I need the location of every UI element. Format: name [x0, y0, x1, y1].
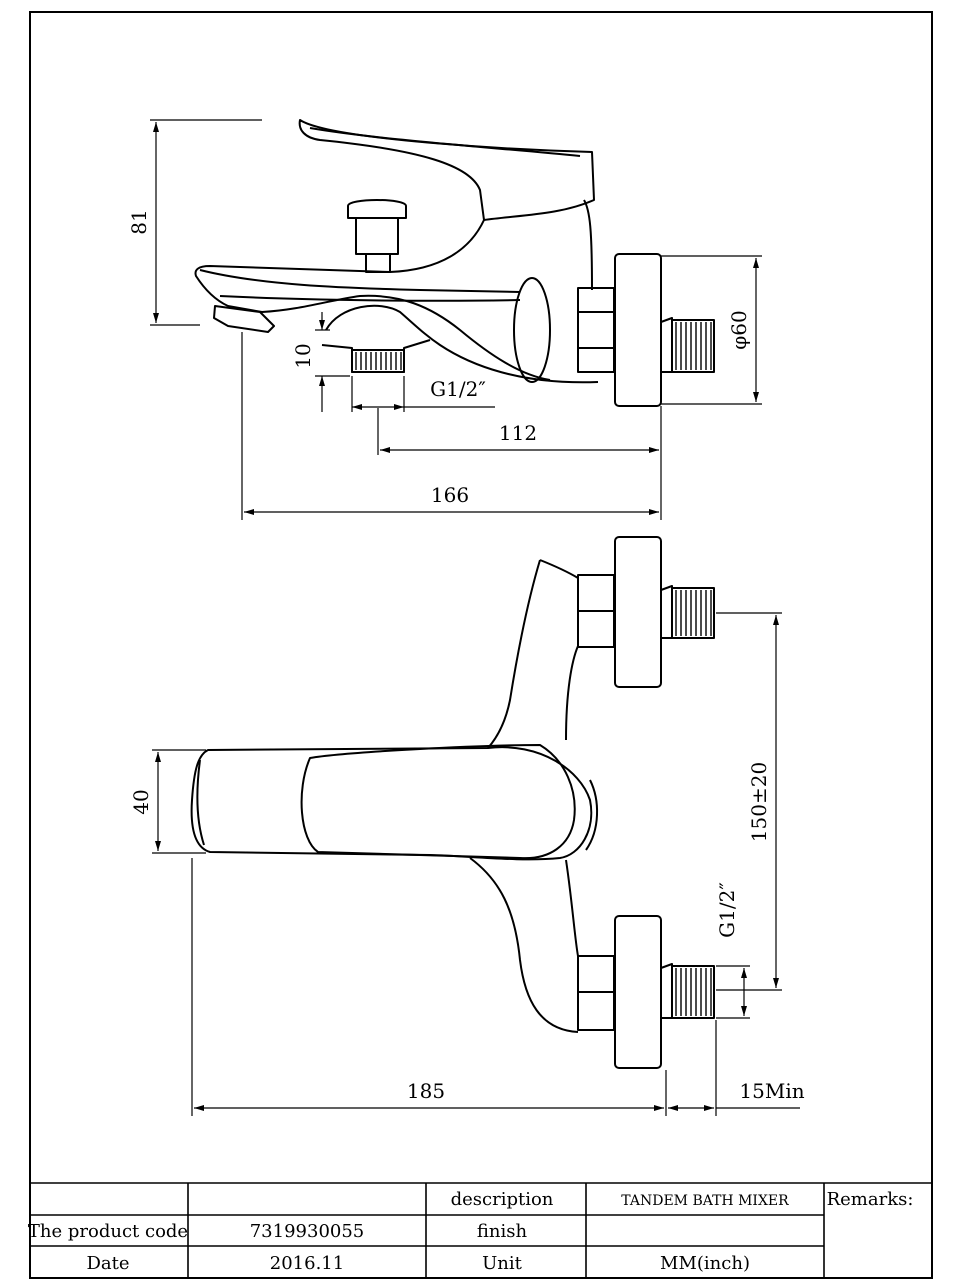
spout-nozzle — [213, 305, 275, 333]
spout-bottom-edge — [219, 295, 521, 302]
product-code-value: 7319930055 — [250, 1221, 365, 1242]
description-value: TANDEM BATH MIXER — [621, 1193, 789, 1209]
thread-hatch-lower — [675, 968, 712, 1016]
lever-handle-edge — [309, 127, 581, 157]
lever-plan-outline — [300, 744, 576, 860]
plan-view — [190, 536, 715, 1069]
dim-flange-60: φ60 — [727, 310, 751, 349]
upper-flange — [614, 536, 662, 688]
dim-centers-150: 150±20 — [747, 762, 771, 842]
product-code-label: The product code — [28, 1221, 188, 1242]
body-plan-outline — [190, 746, 593, 861]
dim-height-81: 81 — [127, 209, 151, 234]
lower-arm-left — [469, 857, 579, 1033]
thread-hatch-top — [355, 352, 402, 370]
lower-flange — [614, 915, 662, 1069]
dim-thread-side: G1/2″ — [715, 882, 739, 938]
body-plan-bulge — [585, 779, 599, 851]
thread-hatch-upper — [675, 590, 712, 636]
dim-height-40: 40 — [129, 789, 153, 814]
lower-arm-right — [565, 859, 579, 957]
diverter-knob-top — [347, 199, 407, 219]
remarks-label: Remarks: — [827, 1189, 914, 1210]
thread-hatch-wall-top — [675, 322, 712, 370]
plan-view-dimension-lines — [152, 612, 800, 1116]
wall-thread — [671, 319, 715, 373]
wall-flange — [614, 253, 662, 407]
sheet-border — [29, 11, 933, 1279]
diverter-knob-body — [355, 217, 399, 255]
dim-spout-10: 10 — [291, 343, 315, 368]
upper-arm-right — [539, 559, 579, 741]
diverter-knob-stem — [365, 253, 391, 273]
union-nut — [577, 287, 615, 373]
dim-length-166: 166 — [431, 483, 469, 507]
date-value: 2016.11 — [270, 1253, 344, 1274]
unit-value: MM(inch) — [660, 1253, 750, 1274]
dim-length-185: 185 — [407, 1079, 445, 1103]
spout-top-edge — [199, 269, 521, 293]
dim-min-15: 15Min — [739, 1079, 804, 1103]
body-outline-lower — [325, 304, 599, 384]
dim-offset-112: 112 — [499, 421, 537, 445]
upper-connector — [660, 585, 673, 639]
upper-wall-thread — [671, 587, 715, 639]
body-rear-edge — [583, 199, 593, 291]
eccentric-oval — [513, 277, 551, 383]
description-label: description — [451, 1189, 554, 1210]
top-view-dimension-lines — [150, 119, 762, 520]
lower-wall-thread — [671, 965, 715, 1019]
spout-tip-edge — [196, 759, 205, 846]
finish-label: finish — [477, 1221, 528, 1242]
title-block-grid — [30, 1182, 932, 1278]
lever-handle-outline — [298, 119, 595, 221]
wall-connector — [660, 317, 673, 373]
date-label: Date — [86, 1253, 129, 1274]
upper-arm-left — [487, 559, 541, 749]
lower-connector — [660, 963, 673, 1019]
bottom-thread — [351, 349, 405, 373]
side-elevation-view — [194, 119, 715, 407]
unit-label: Unit — [482, 1253, 523, 1274]
dim-thread-top: G1/2″ — [430, 377, 486, 401]
